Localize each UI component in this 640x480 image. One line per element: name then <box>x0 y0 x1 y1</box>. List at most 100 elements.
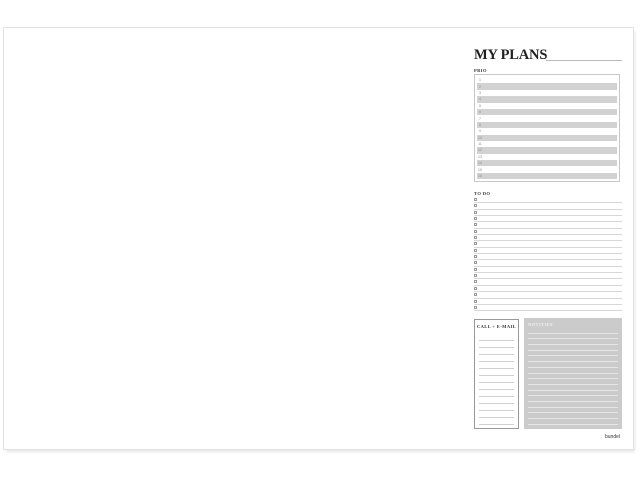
todo-checkbox <box>474 210 477 214</box>
todo-row <box>474 292 622 299</box>
notes-line <box>528 356 618 363</box>
todo-row <box>474 273 622 280</box>
call-email-line <box>479 355 514 362</box>
prio-label: PRIO <box>474 68 487 73</box>
todo-row <box>474 216 622 223</box>
notes-line <box>528 362 618 368</box>
notes-line <box>528 374 618 380</box>
prio-number: 8 <box>479 122 481 127</box>
todo-checkbox <box>474 236 477 240</box>
todo-checkbox <box>474 229 477 233</box>
todo-checkbox <box>474 217 477 221</box>
prio-row: 8 <box>477 121 617 129</box>
todo-row <box>474 248 622 255</box>
notes-line <box>528 391 618 397</box>
todo-checkbox <box>474 255 477 259</box>
prio-number: 3 <box>479 90 481 95</box>
prio-row: 11 <box>477 141 617 147</box>
todo-row <box>474 210 622 217</box>
todo-checkbox <box>474 286 477 290</box>
call-email-line <box>479 390 514 397</box>
prio-number: 4 <box>479 97 481 102</box>
title-row: MY PLANS <box>474 46 622 64</box>
notes-line <box>528 413 618 419</box>
prio-row: 4 <box>477 96 617 103</box>
prio-row: 10 <box>477 134 617 141</box>
call-email-line <box>479 383 514 390</box>
todo-row <box>474 267 622 274</box>
prio-row: 5 <box>477 103 617 109</box>
notes-label: NOTITIES <box>528 322 553 327</box>
notes-line <box>528 419 618 425</box>
prio-row: 15 <box>477 166 617 172</box>
todo-row <box>474 254 622 261</box>
call-email-line <box>479 397 514 404</box>
prio-number: 1 <box>479 78 481 83</box>
prio-row: 2 <box>477 83 617 90</box>
todo-checkbox <box>474 274 477 278</box>
prio-row: 3 <box>477 90 617 96</box>
notes-line <box>528 334 618 340</box>
notes-line <box>528 351 618 357</box>
notes-line <box>528 328 618 334</box>
todo-checkbox <box>474 242 477 246</box>
prio-number: 6 <box>479 110 481 115</box>
todo-row <box>474 260 622 267</box>
prio-row: 9 <box>477 128 617 134</box>
prio-number: 9 <box>479 129 481 134</box>
prio-number: 11 <box>478 142 482 147</box>
call-email-line <box>479 376 514 383</box>
prio-number: 5 <box>479 103 481 108</box>
call-email-line <box>479 334 514 341</box>
todo-row <box>474 235 622 242</box>
todo-row <box>474 229 622 236</box>
todo-row <box>474 305 622 312</box>
call-email-line <box>479 369 514 376</box>
prio-row: 16 <box>477 172 617 180</box>
todo-checkbox <box>474 204 477 208</box>
prio-number: 12 <box>478 148 482 153</box>
todo-checkbox <box>474 261 477 265</box>
notes-line <box>528 379 618 385</box>
prio-row: 13 <box>477 154 617 160</box>
brand-logo: bundel <box>604 434 620 440</box>
page-title: MY PLANS <box>474 47 548 63</box>
notes-line <box>528 402 618 408</box>
notes-lines <box>528 328 618 425</box>
prio-number: 7 <box>479 116 481 121</box>
call-email-line <box>479 362 514 369</box>
notes-line <box>528 345 618 351</box>
notes-line <box>528 368 618 374</box>
todo-row <box>474 197 622 204</box>
todo-row <box>474 279 622 286</box>
prio-row: 1 <box>477 77 617 83</box>
todo-checkbox <box>474 248 477 252</box>
todo-label: TO DO <box>474 191 491 196</box>
prio-number: 2 <box>479 84 481 89</box>
title-rule <box>546 60 622 61</box>
call-email-lines <box>479 334 514 425</box>
todo-checkbox <box>474 198 477 201</box>
prio-number: 10 <box>478 135 482 140</box>
call-email-line <box>479 411 514 418</box>
notes-line <box>528 339 618 346</box>
call-email-line <box>479 418 514 425</box>
prio-row: 6 <box>477 108 617 116</box>
notes-box: NOTITIES <box>524 318 622 429</box>
todo-row <box>474 203 622 210</box>
call-email-line <box>479 348 514 355</box>
notes-line <box>528 385 618 391</box>
todo-checkbox <box>474 293 477 297</box>
todo-checkbox <box>474 267 477 271</box>
prio-row: 7 <box>477 115 617 121</box>
call-email-line <box>479 341 514 348</box>
todo-checkbox <box>474 299 477 303</box>
prio-number: 14 <box>478 161 482 166</box>
todo-row <box>474 241 622 248</box>
call-email-line <box>479 404 514 411</box>
call-email-label: CALL + E-MAIL <box>477 324 517 329</box>
prio-row: 14 <box>477 160 617 167</box>
